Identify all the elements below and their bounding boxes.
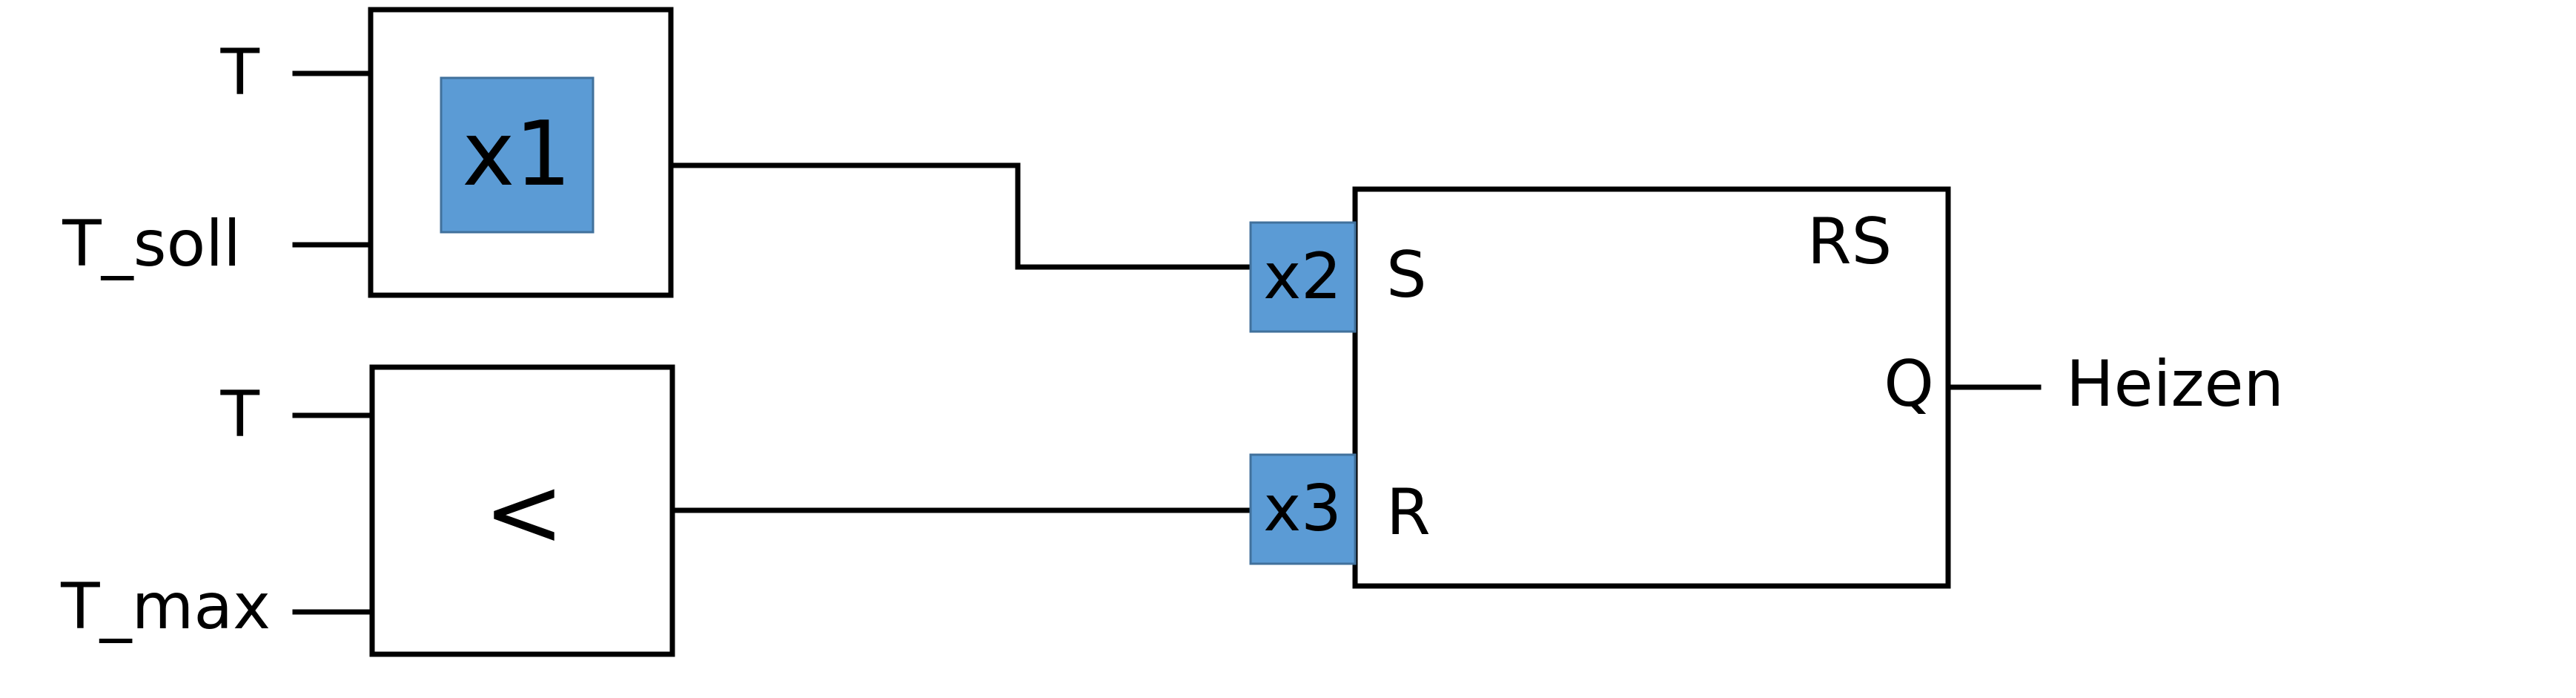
rs-pin-r: R [1386, 475, 1431, 550]
block1-marker-box [440, 76, 595, 234]
set-marker-box [1249, 221, 1357, 333]
rs-pin-s: S [1386, 238, 1427, 312]
comparator-symbol: < [484, 455, 565, 568]
block1-marker-label: x1 [462, 103, 571, 206]
input-label-t-lower: T [219, 378, 259, 452]
set-marker-label: x2 [1263, 240, 1342, 314]
reset-marker-label: x3 [1263, 472, 1342, 546]
output-label-heizen: Heizen [2066, 347, 2284, 421]
input-label-t-upper: T [219, 36, 259, 110]
reset-marker-box [1249, 453, 1357, 565]
rs-block-title: RS [1807, 205, 1892, 279]
rs-flipflop-block [1352, 186, 1951, 589]
input-label-t-soll: T_soll [62, 207, 241, 281]
wire-block1-to-set [668, 162, 1254, 270]
input-label-t-max: T_max [60, 570, 271, 644]
comparator-block [369, 364, 675, 657]
rs-pin-q: Q [1884, 347, 1934, 421]
